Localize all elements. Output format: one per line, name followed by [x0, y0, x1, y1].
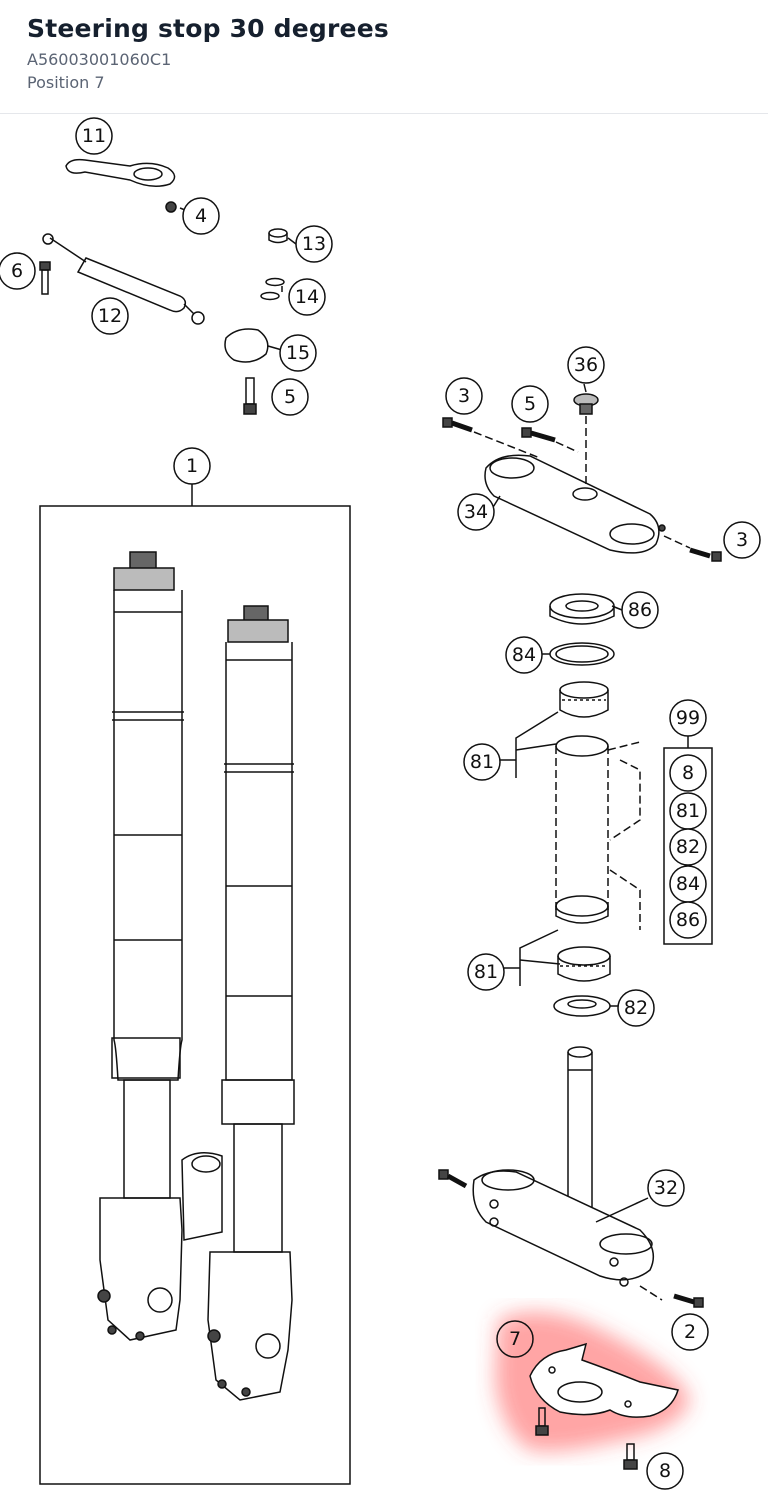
callout-label: 84: [512, 644, 536, 666]
callout-6[interactable]: [0, 252, 36, 290]
right-fork-leg-part: [181, 605, 295, 1401]
bolt-part: [689, 547, 722, 562]
steering-stop-part: [529, 1342, 679, 1418]
callout-label-highlighted: 7: [509, 1328, 521, 1350]
damper-clamp-part: [65, 158, 176, 187]
callout-label: 6: [11, 260, 23, 282]
position-label: Position 7: [27, 73, 105, 92]
callout-2[interactable]: [671, 1313, 709, 1351]
callout-label: 1: [186, 455, 198, 477]
crown-nut-part: [573, 393, 599, 415]
kit-item-82[interactable]: [669, 828, 707, 866]
bolt-part: [673, 1293, 704, 1308]
callout-15[interactable]: [279, 334, 317, 372]
spacer-part: [268, 228, 288, 244]
callout-81[interactable]: [463, 743, 501, 781]
header: Steering stop 30 degrees A56003001060C1 …: [0, 0, 768, 114]
bolt-part: [442, 417, 473, 433]
nut-part: [165, 201, 177, 213]
kit-item-label: 82: [676, 836, 700, 858]
callout-1[interactable]: [173, 447, 211, 485]
callout-11[interactable]: [75, 117, 113, 155]
callout-label: 8: [659, 1460, 671, 1482]
callout-label: 3: [458, 385, 470, 407]
callout-labels: 11 4 13 6 14 12 15 5 36 3 5 1 34 3 86 84…: [11, 125, 748, 1482]
steering-head-outline: [555, 735, 641, 930]
callout-82[interactable]: [617, 989, 655, 1027]
callout-label: 5: [524, 393, 536, 415]
kit-item-label: 84: [676, 873, 700, 895]
kit-item-label: 86: [676, 909, 700, 931]
callout-label: 13: [302, 233, 326, 255]
callout-14[interactable]: [288, 278, 326, 316]
kit-item-8[interactable]: [669, 754, 707, 792]
callout-label: 2: [684, 1321, 696, 1343]
washer-part: [265, 277, 285, 287]
callout-label: 36: [574, 354, 598, 376]
callout-label: 11: [82, 125, 106, 147]
upper-triple-clamp-part: [484, 454, 666, 554]
callout-label: 12: [98, 305, 122, 327]
part-number: A56003001060C1: [27, 50, 172, 69]
callout-label: 81: [470, 751, 494, 773]
callout-86[interactable]: [621, 591, 659, 629]
callouts: [0, 117, 761, 1490]
callout-label: 34: [464, 501, 488, 523]
bearing-part: [557, 946, 611, 982]
lower-triple-clamp-part: [472, 1046, 655, 1287]
callout-label: 5: [284, 386, 296, 408]
callout-label: 15: [286, 342, 310, 364]
kit-item-label: 8: [682, 762, 694, 784]
kit-item-86[interactable]: [669, 901, 707, 939]
callout-label: 81: [474, 961, 498, 983]
callout-7[interactable]: [496, 1320, 534, 1358]
callout-label: 3: [736, 529, 748, 551]
callout-3[interactable]: [723, 521, 761, 559]
fork-assembly-frame: [39, 505, 351, 1485]
bolt-part: [535, 1407, 549, 1436]
callout-99[interactable]: [669, 699, 707, 737]
callout-label: 99: [676, 707, 700, 729]
seal-part: [553, 995, 611, 1017]
callout-label: 86: [628, 599, 652, 621]
callout-4[interactable]: [182, 197, 220, 235]
kit-item-label: 81: [676, 800, 700, 822]
bolt-part: [243, 377, 257, 415]
callout-32[interactable]: [647, 1169, 685, 1207]
callout-label: 4: [195, 205, 207, 227]
kit-99-contents-box: [663, 747, 713, 945]
left-fork-leg-part: [97, 551, 184, 1341]
callout-5[interactable]: [511, 385, 549, 423]
bearing-part: [559, 681, 609, 718]
callout-84[interactable]: [505, 636, 543, 674]
callout-81[interactable]: [467, 953, 505, 991]
callout-3[interactable]: [445, 377, 483, 415]
bolt-part: [39, 261, 51, 295]
bolt-part: [521, 427, 556, 443]
callout-8[interactable]: [646, 1452, 684, 1490]
page-title: Steering stop 30 degrees: [27, 14, 389, 43]
steering-damper-part: [42, 233, 205, 325]
callout-label: 14: [295, 286, 319, 308]
o-ring-part: [549, 642, 615, 666]
washer-part: [260, 291, 280, 301]
callout-34[interactable]: [457, 493, 495, 531]
callout-label: 32: [654, 1177, 678, 1199]
callout-13[interactable]: [295, 225, 333, 263]
callout-label: 82: [624, 997, 648, 1019]
bolt-part: [623, 1443, 638, 1470]
callout-5[interactable]: [271, 378, 309, 416]
callout-12[interactable]: [91, 297, 129, 335]
damper-bracket-part: [224, 328, 269, 363]
callout-36[interactable]: [567, 346, 605, 384]
bolt-part: [438, 1169, 468, 1189]
dust-seal-part: [549, 593, 615, 625]
